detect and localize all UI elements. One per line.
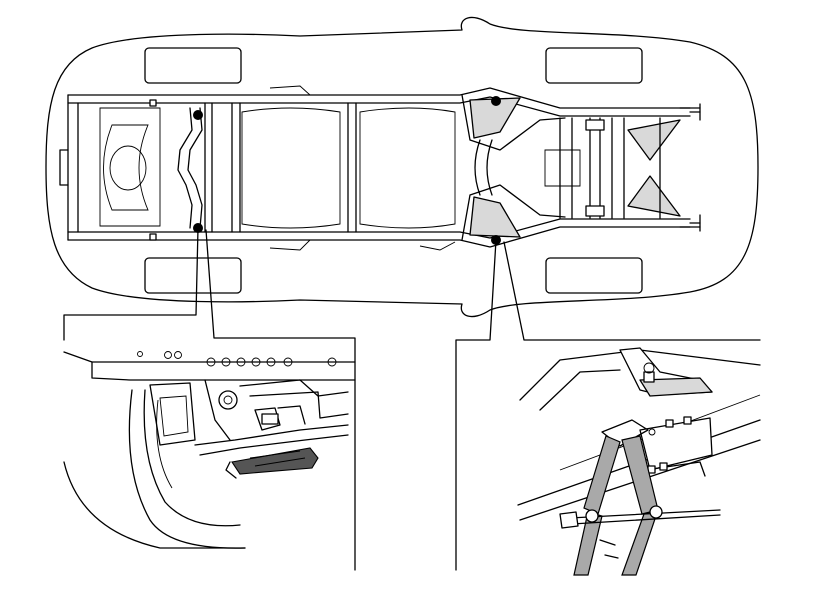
scissor-jack [559, 419, 721, 576]
tire-rear-right [545, 257, 643, 294]
front-jack-point-detail [63, 351, 356, 549]
jack-point-rear-left [491, 96, 501, 106]
chassis-frame [59, 85, 701, 251]
tire-front-right [144, 257, 242, 294]
vehicle-top-view [45, 16, 759, 318]
front-jack-pad [231, 447, 319, 475]
tire-rear-left [545, 47, 643, 84]
front-tire [63, 461, 246, 549]
body-outline [45, 16, 759, 318]
frame-holes [137, 351, 337, 367]
tire-front-left [144, 47, 242, 84]
jack-point-front-left [193, 110, 203, 120]
leader-lines [63, 227, 761, 571]
rear-jack-point-detail [517, 347, 761, 576]
